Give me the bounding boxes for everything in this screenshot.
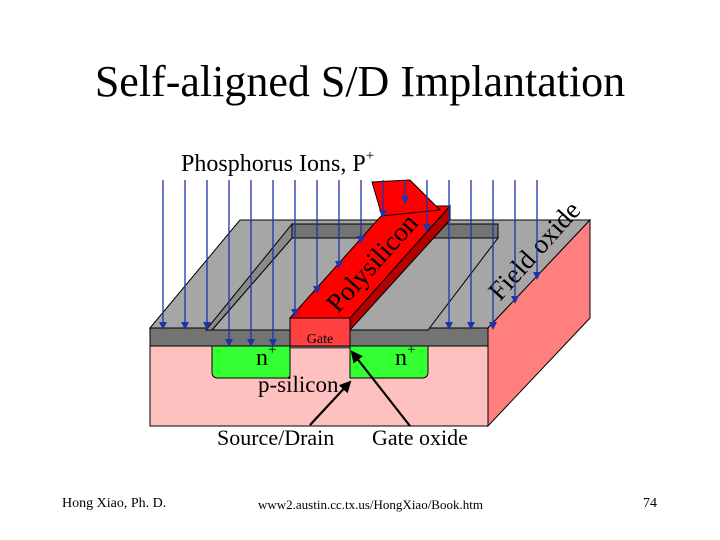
n-plus-left-superscript: +	[268, 342, 277, 358]
n-region-right	[349, 345, 429, 379]
n-region-left	[211, 345, 291, 379]
poly-front-face	[289, 317, 351, 347]
slide-title: Self-aligned S/D Implantation	[94, 57, 626, 106]
n-plus-left-text: n	[256, 345, 268, 371]
ion-arrows	[159, 180, 541, 347]
n-plus-left-label: n+	[256, 342, 277, 372]
p-silicon-label: p-silicon	[258, 372, 339, 397]
ion-label-text: Phosphorus Ions, P	[181, 151, 366, 177]
source-drain-pointer	[309, 380, 352, 426]
poly-top-raised	[371, 179, 442, 217]
page-number: 74	[643, 496, 657, 511]
n-plus-right-text: n	[395, 345, 407, 371]
active-area-left-wall	[204, 222, 293, 331]
footer-author: Hong Xiao, Ph. D.	[62, 496, 167, 511]
gate-oxide-label: Gate oxide	[372, 425, 468, 450]
ion-label: Phosphorus Ions, P+	[181, 148, 375, 178]
substrate-front	[149, 345, 489, 427]
gate-oxide-pointer	[350, 350, 411, 427]
n-plus-right-label: n+	[395, 342, 416, 372]
source-drain-label: Source/Drain	[217, 425, 335, 450]
footer-url[interactable]: www2.austin.cc.tx.us/HongXiao/Book.htm	[258, 497, 483, 512]
ion-label-superscript: +	[365, 148, 375, 164]
gate-label: Gate	[307, 332, 333, 347]
n-plus-right-superscript: +	[407, 342, 416, 358]
